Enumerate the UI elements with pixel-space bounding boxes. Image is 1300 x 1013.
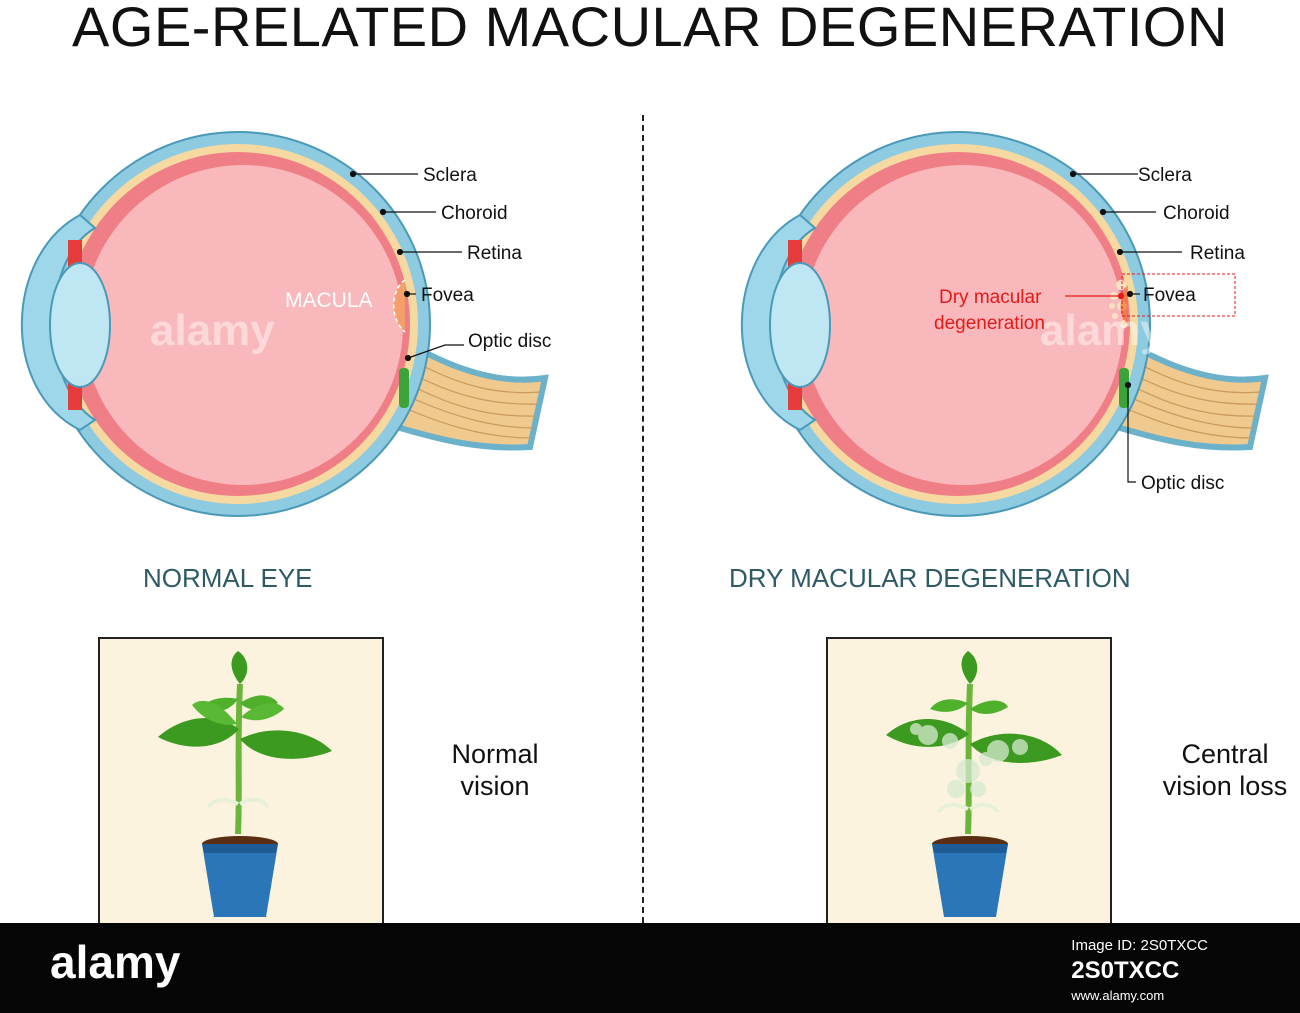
footer-url: www.alamy.com	[1071, 988, 1165, 1003]
label-optic-disc: Optic disc	[468, 331, 551, 352]
label-retina: Retina	[467, 243, 522, 264]
caption-normal-line1: Normal	[451, 739, 539, 769]
vitreous-body	[803, 165, 1123, 485]
footer-image-id-label: Image ID: 2S0TXCC	[1071, 937, 1208, 954]
label-choroid: Choroid	[1163, 203, 1230, 224]
watermark-left: alamy	[150, 306, 275, 355]
blur-spots	[910, 723, 1028, 798]
plant-normal	[158, 651, 332, 917]
footer-meta: Image ID: 2S0TXCC 2S0TXCC www.alamy.com	[1071, 937, 1208, 1003]
leader-lines-right	[1069, 170, 1182, 483]
label-fovea: Fovea	[421, 285, 474, 306]
label-sclera: Sclera	[423, 165, 477, 186]
fovea-region	[1120, 285, 1128, 325]
label-dry-line2: degeneration	[934, 313, 1045, 334]
caption-normal-line2: vision	[460, 771, 530, 801]
normal-vision-box	[98, 637, 384, 931]
label-fovea: Fovea	[1143, 285, 1196, 306]
caption-normal-vision: Normal vision	[430, 738, 560, 802]
vitreous-body	[83, 165, 403, 485]
optic-disc	[399, 368, 409, 408]
optic-nerve	[386, 329, 549, 451]
plant-blurred	[886, 651, 1062, 917]
highlight-box	[1121, 273, 1236, 317]
label-choroid: Choroid	[441, 203, 508, 224]
dry-amd-eye-diagram: alamy Sclera Choroid Retina Fovea Optic …	[740, 131, 1269, 517]
label-dry-line1: Dry macular	[939, 287, 1042, 308]
normal-eye-diagram: alamy MACULA Sclera Choroid Retina Fovea…	[20, 131, 551, 517]
footer-image-id: 2S0TXCC	[1071, 957, 1180, 984]
label-retina: Retina	[1190, 243, 1245, 264]
central-vision-loss-box	[826, 637, 1112, 931]
label-optic-disc: Optic disc	[1141, 473, 1224, 494]
dashed-divider	[642, 115, 644, 923]
macula-label: MACULA	[285, 289, 373, 312]
caption-loss-line2: vision loss	[1162, 771, 1288, 801]
heading-dry-amd: DRY MACULAR DEGENERATION	[729, 563, 1131, 593]
lens	[769, 262, 831, 388]
label-sclera: Sclera	[1138, 165, 1192, 186]
page-title: AGE-RELATED MACULAR DEGENERATION	[72, 0, 1228, 58]
heading-normal-eye: NORMAL EYE	[143, 563, 313, 593]
macula-region	[393, 279, 406, 333]
lens	[49, 262, 111, 388]
leader-lines-left	[349, 170, 464, 362]
caption-central-vision-loss: Central vision loss	[1150, 738, 1300, 802]
caption-loss-line1: Central	[1181, 739, 1269, 769]
leader-line-dry	[1065, 292, 1125, 300]
footer-bar: alamy Image ID: 2S0TXCC 2S0TXCC www.alam…	[0, 923, 1300, 1013]
watermark-right: alamy	[1040, 306, 1165, 355]
footer-logo: alamy	[50, 936, 181, 988]
optic-disc	[1119, 368, 1129, 408]
optic-nerve	[1106, 329, 1269, 451]
